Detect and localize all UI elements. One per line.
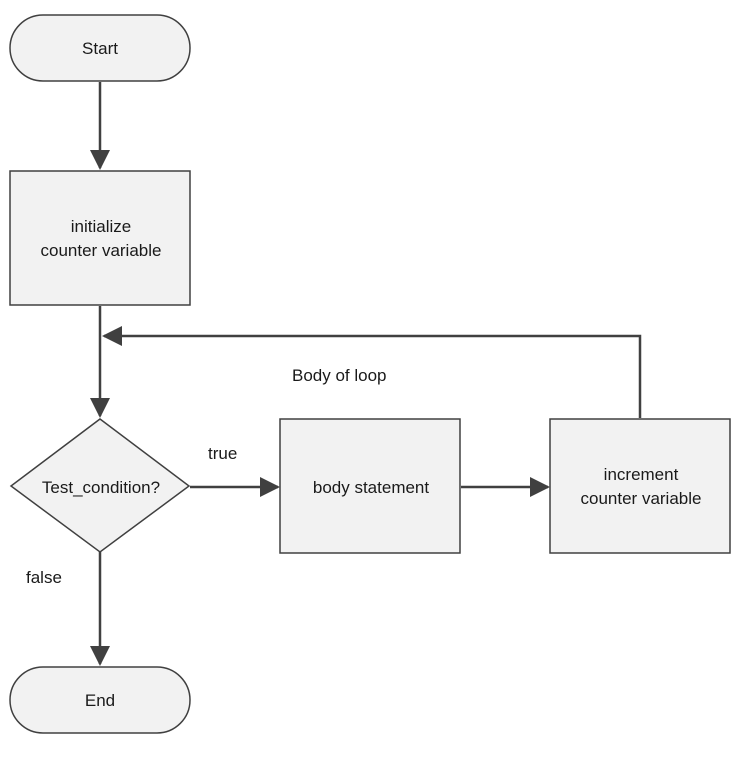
edge-increment-loop-back — [102, 326, 642, 418]
initialize-label-line1: initialize — [71, 217, 131, 236]
end-terminator-shape — [9, 666, 191, 734]
edges — [90, 82, 642, 666]
initialize-process-shape — [9, 170, 191, 306]
initialize-label-line2: counter variable — [41, 241, 162, 260]
start-terminator-shape — [9, 14, 191, 82]
end-label: End — [85, 691, 115, 710]
node-increment: increment counter variable — [549, 418, 731, 554]
edge-label-true: true — [208, 444, 237, 463]
test-condition-decision-shape — [9, 418, 191, 553]
edge-label-false: false — [26, 568, 62, 587]
node-end: End — [9, 666, 191, 734]
increment-label-line1: increment — [604, 465, 679, 484]
node-start: Start — [9, 14, 191, 82]
node-body-statement: body statement — [279, 418, 461, 554]
body-statement-process-shape — [279, 418, 461, 554]
node-initialize: initialize counter variable — [9, 170, 191, 306]
loop-annotation-label: Body of loop — [292, 366, 387, 385]
increment-label-line2: counter variable — [581, 489, 702, 508]
body-statement-label: body statement — [313, 478, 430, 497]
node-test-condition: Test_condition? — [9, 418, 191, 553]
start-label: Start — [82, 39, 118, 58]
test-condition-label: Test_condition? — [42, 478, 160, 497]
increment-process-shape — [549, 418, 731, 554]
